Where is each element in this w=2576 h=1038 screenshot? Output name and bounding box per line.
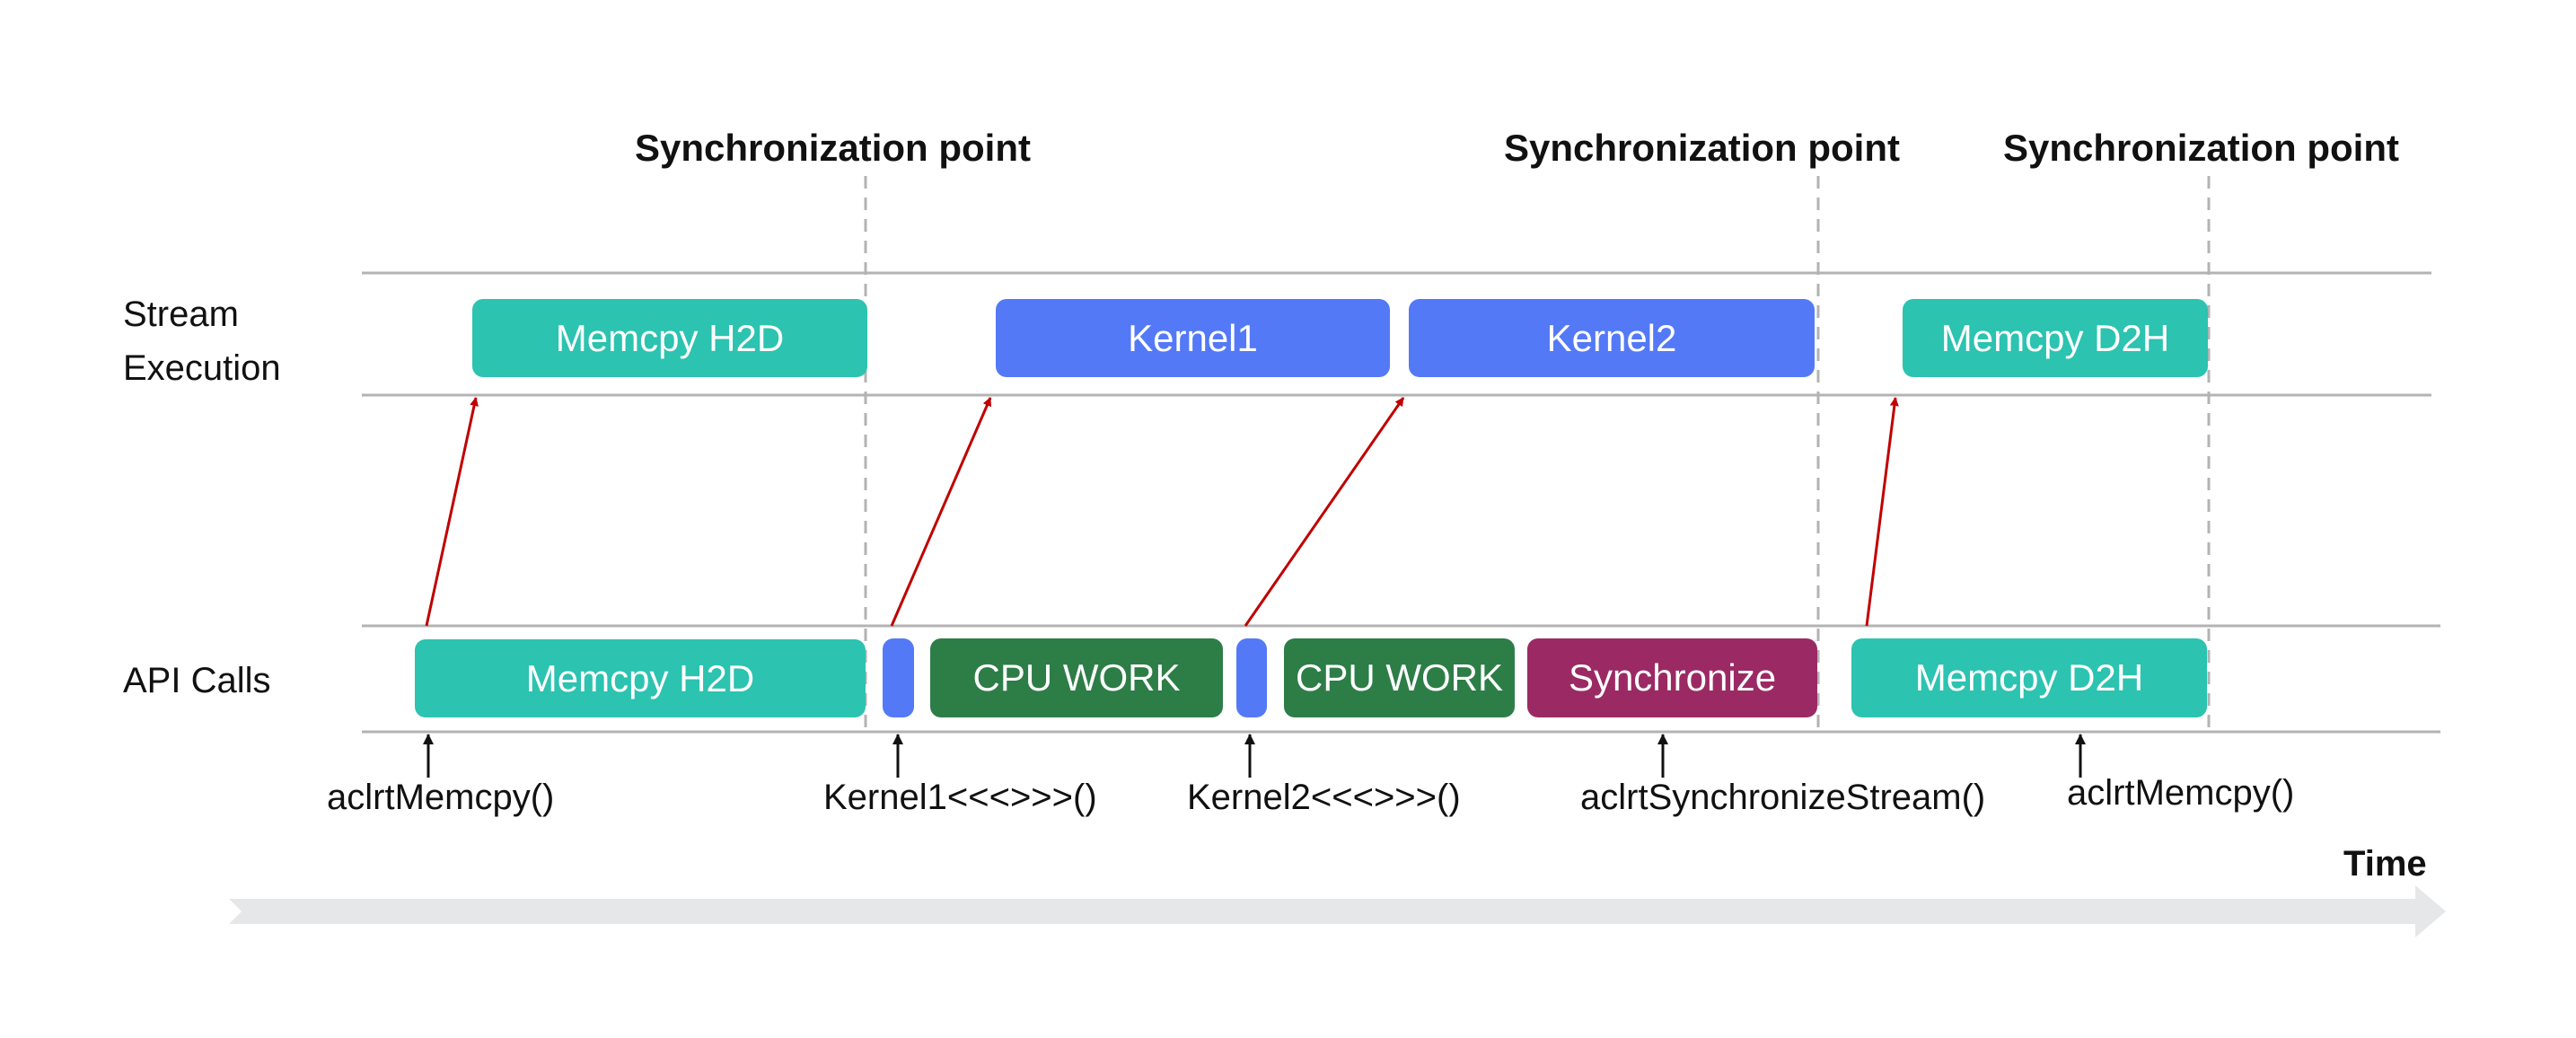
api-block-kernel2-launch [1236, 638, 1267, 717]
stream-block-memcpy-h2d: Memcpy H2D [472, 299, 867, 377]
api-block-memcpy-h2d: Memcpy H2D [415, 639, 866, 717]
sync-point-label-2: Synchronization point [1504, 127, 1900, 169]
stream-block-kernel1: Kernel1 [996, 299, 1390, 377]
api-call-label-4: aclrtSynchronizeStream() [1580, 778, 1986, 817]
api-calls-label: API Calls [123, 661, 271, 700]
api-block-cpu-work-2: CPU WORK [1284, 638, 1515, 717]
launch-arrow-memcpy-h2d [425, 397, 479, 627]
time-arrow-head [2415, 885, 2446, 937]
launch-arrow-memcpy-d2h [1865, 397, 1899, 627]
launch-arrow-kernel1 [890, 397, 992, 627]
sync-point-label-1: Synchronization point [635, 127, 1031, 169]
stream-execution-label-line1: Stream [123, 295, 239, 334]
api-block-kernel1-launch [883, 638, 914, 717]
api-block-synchronize: Synchronize [1527, 638, 1817, 717]
api-call-label-5: aclrtMemcpy() [2067, 773, 2295, 813]
api-block-cpu-work-1: CPU WORK [930, 638, 1223, 717]
api-block-memcpy-d2h: Memcpy D2H [1851, 638, 2207, 717]
api-call-label-2: Kernel1<<<>>>() [823, 778, 1097, 817]
stream-execution-label-line2: Execution [123, 348, 281, 388]
stream-block-kernel2: Kernel2 [1409, 299, 1815, 377]
launch-arrow-kernel2 [1244, 397, 1405, 627]
api-call-label-1: aclrtMemcpy() [327, 778, 555, 817]
sync-point-label-3: Synchronization point [2003, 127, 2399, 169]
api-call-label-3: Kernel2<<<>>>() [1187, 778, 1461, 817]
time-axis-label: Time [2343, 844, 2427, 884]
time-arrow-bar [229, 899, 2440, 924]
stream-block-memcpy-d2h: Memcpy D2H [1903, 299, 2208, 377]
